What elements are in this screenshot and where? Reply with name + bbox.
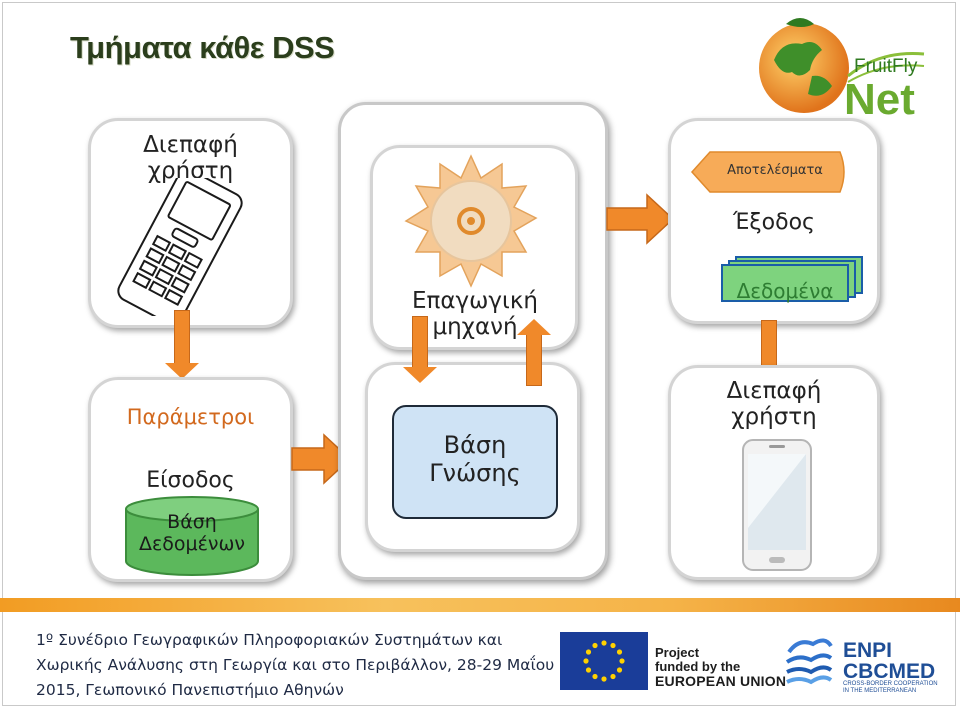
label-line: Διεπαφή	[726, 378, 822, 404]
eu-flag-icon	[560, 632, 648, 690]
logo-text-net: Net	[844, 75, 915, 122]
fruitfly-net-logo: FruitFly Net	[752, 10, 932, 124]
arrow-right-input-to-kb	[291, 433, 352, 485]
label-line: Βάση	[443, 431, 507, 459]
enpi-sub-line: CROSS-BORDER COOPERATION	[843, 681, 938, 687]
eu-line: funded by the	[655, 659, 741, 674]
globe-icon: FruitFly Net	[759, 18, 925, 124]
enpi-wave-logo-icon	[785, 638, 833, 685]
slide-title: Τμήματα κάθε DSS	[70, 30, 335, 65]
enpi-subtitle: CROSS-BORDER COOPERATION IN THE MEDITERR…	[843, 681, 938, 695]
arrow-right-engine-to-output	[606, 193, 675, 245]
label-line: Διεπαφή	[143, 132, 238, 158]
conference-footer-text: 1º Συνέδριο Γεωγραφικών Πληροφοριακών Συ…	[36, 628, 556, 703]
arrow-up-kb-to-engine	[517, 319, 551, 386]
database-cylinder-icon	[125, 496, 259, 576]
logo-text-fruitfly: FruitFly	[854, 56, 918, 77]
enpi-line: CBCMED	[843, 660, 936, 683]
results-display-shape	[690, 151, 845, 193]
database-label: Βάση Δεδομένων	[122, 511, 262, 556]
parameters-label: Παράμετροι	[126, 405, 255, 429]
knowledge-base-box	[392, 405, 558, 519]
documents-stack-icon	[721, 256, 863, 302]
gear-sun-icon	[404, 154, 538, 288]
footer-line: 1º Συνέδριο Γεωγραφικών Πληροφοριακών Συ…	[36, 631, 503, 649]
output-label: Έξοδος	[733, 210, 815, 235]
eu-funding-text: Project funded by the EUROPEAN UNION	[655, 645, 787, 689]
arrow-down-engine-to-kb	[403, 316, 437, 383]
enpi-line: ENPI	[843, 639, 893, 662]
eu-line: EUROPEAN UNION	[655, 673, 787, 689]
enpi-cbcmed-text: ENPI CBCMED	[843, 640, 935, 682]
input-label: Είσοδος	[146, 468, 235, 493]
user-interface-label: Διεπαφή χρήστη	[88, 132, 293, 185]
footer-line: 2015, Γεωπονικό Πανεπιστήμιο Αθηνών	[36, 681, 344, 699]
inference-engine-label: Επαγωγική μηχανή	[380, 288, 570, 341]
label-line: Γνώσης	[429, 458, 521, 487]
enpi-sub-line: IN THE MEDITERRANEAN	[843, 688, 917, 694]
results-label: Αποτελέσματα	[727, 163, 823, 178]
user-interface-bottom-label: Διεπαφή χρήστη	[668, 378, 880, 431]
feature-phone-icon	[117, 178, 243, 316]
data-label: Δεδομένα	[736, 279, 834, 303]
smartphone-icon	[742, 439, 812, 571]
label-line: Επαγωγική	[412, 288, 538, 314]
arrow-down-data-to-ui	[752, 320, 786, 383]
label-line: Βάση	[167, 511, 217, 533]
knowledge-base-label: Βάση Γνώσης	[392, 431, 558, 487]
eu-line: Project	[655, 645, 700, 660]
footer-bar	[0, 598, 960, 612]
label-line: χρήστη	[731, 404, 817, 431]
arrow-down-ui-to-parameters	[165, 310, 199, 379]
label-line: Δεδομένων	[138, 532, 245, 555]
footer-line: Χωρικής Ανάλυσης στη Γεωργία και στο Περ…	[36, 656, 555, 674]
label-line: μηχανή	[432, 314, 518, 341]
